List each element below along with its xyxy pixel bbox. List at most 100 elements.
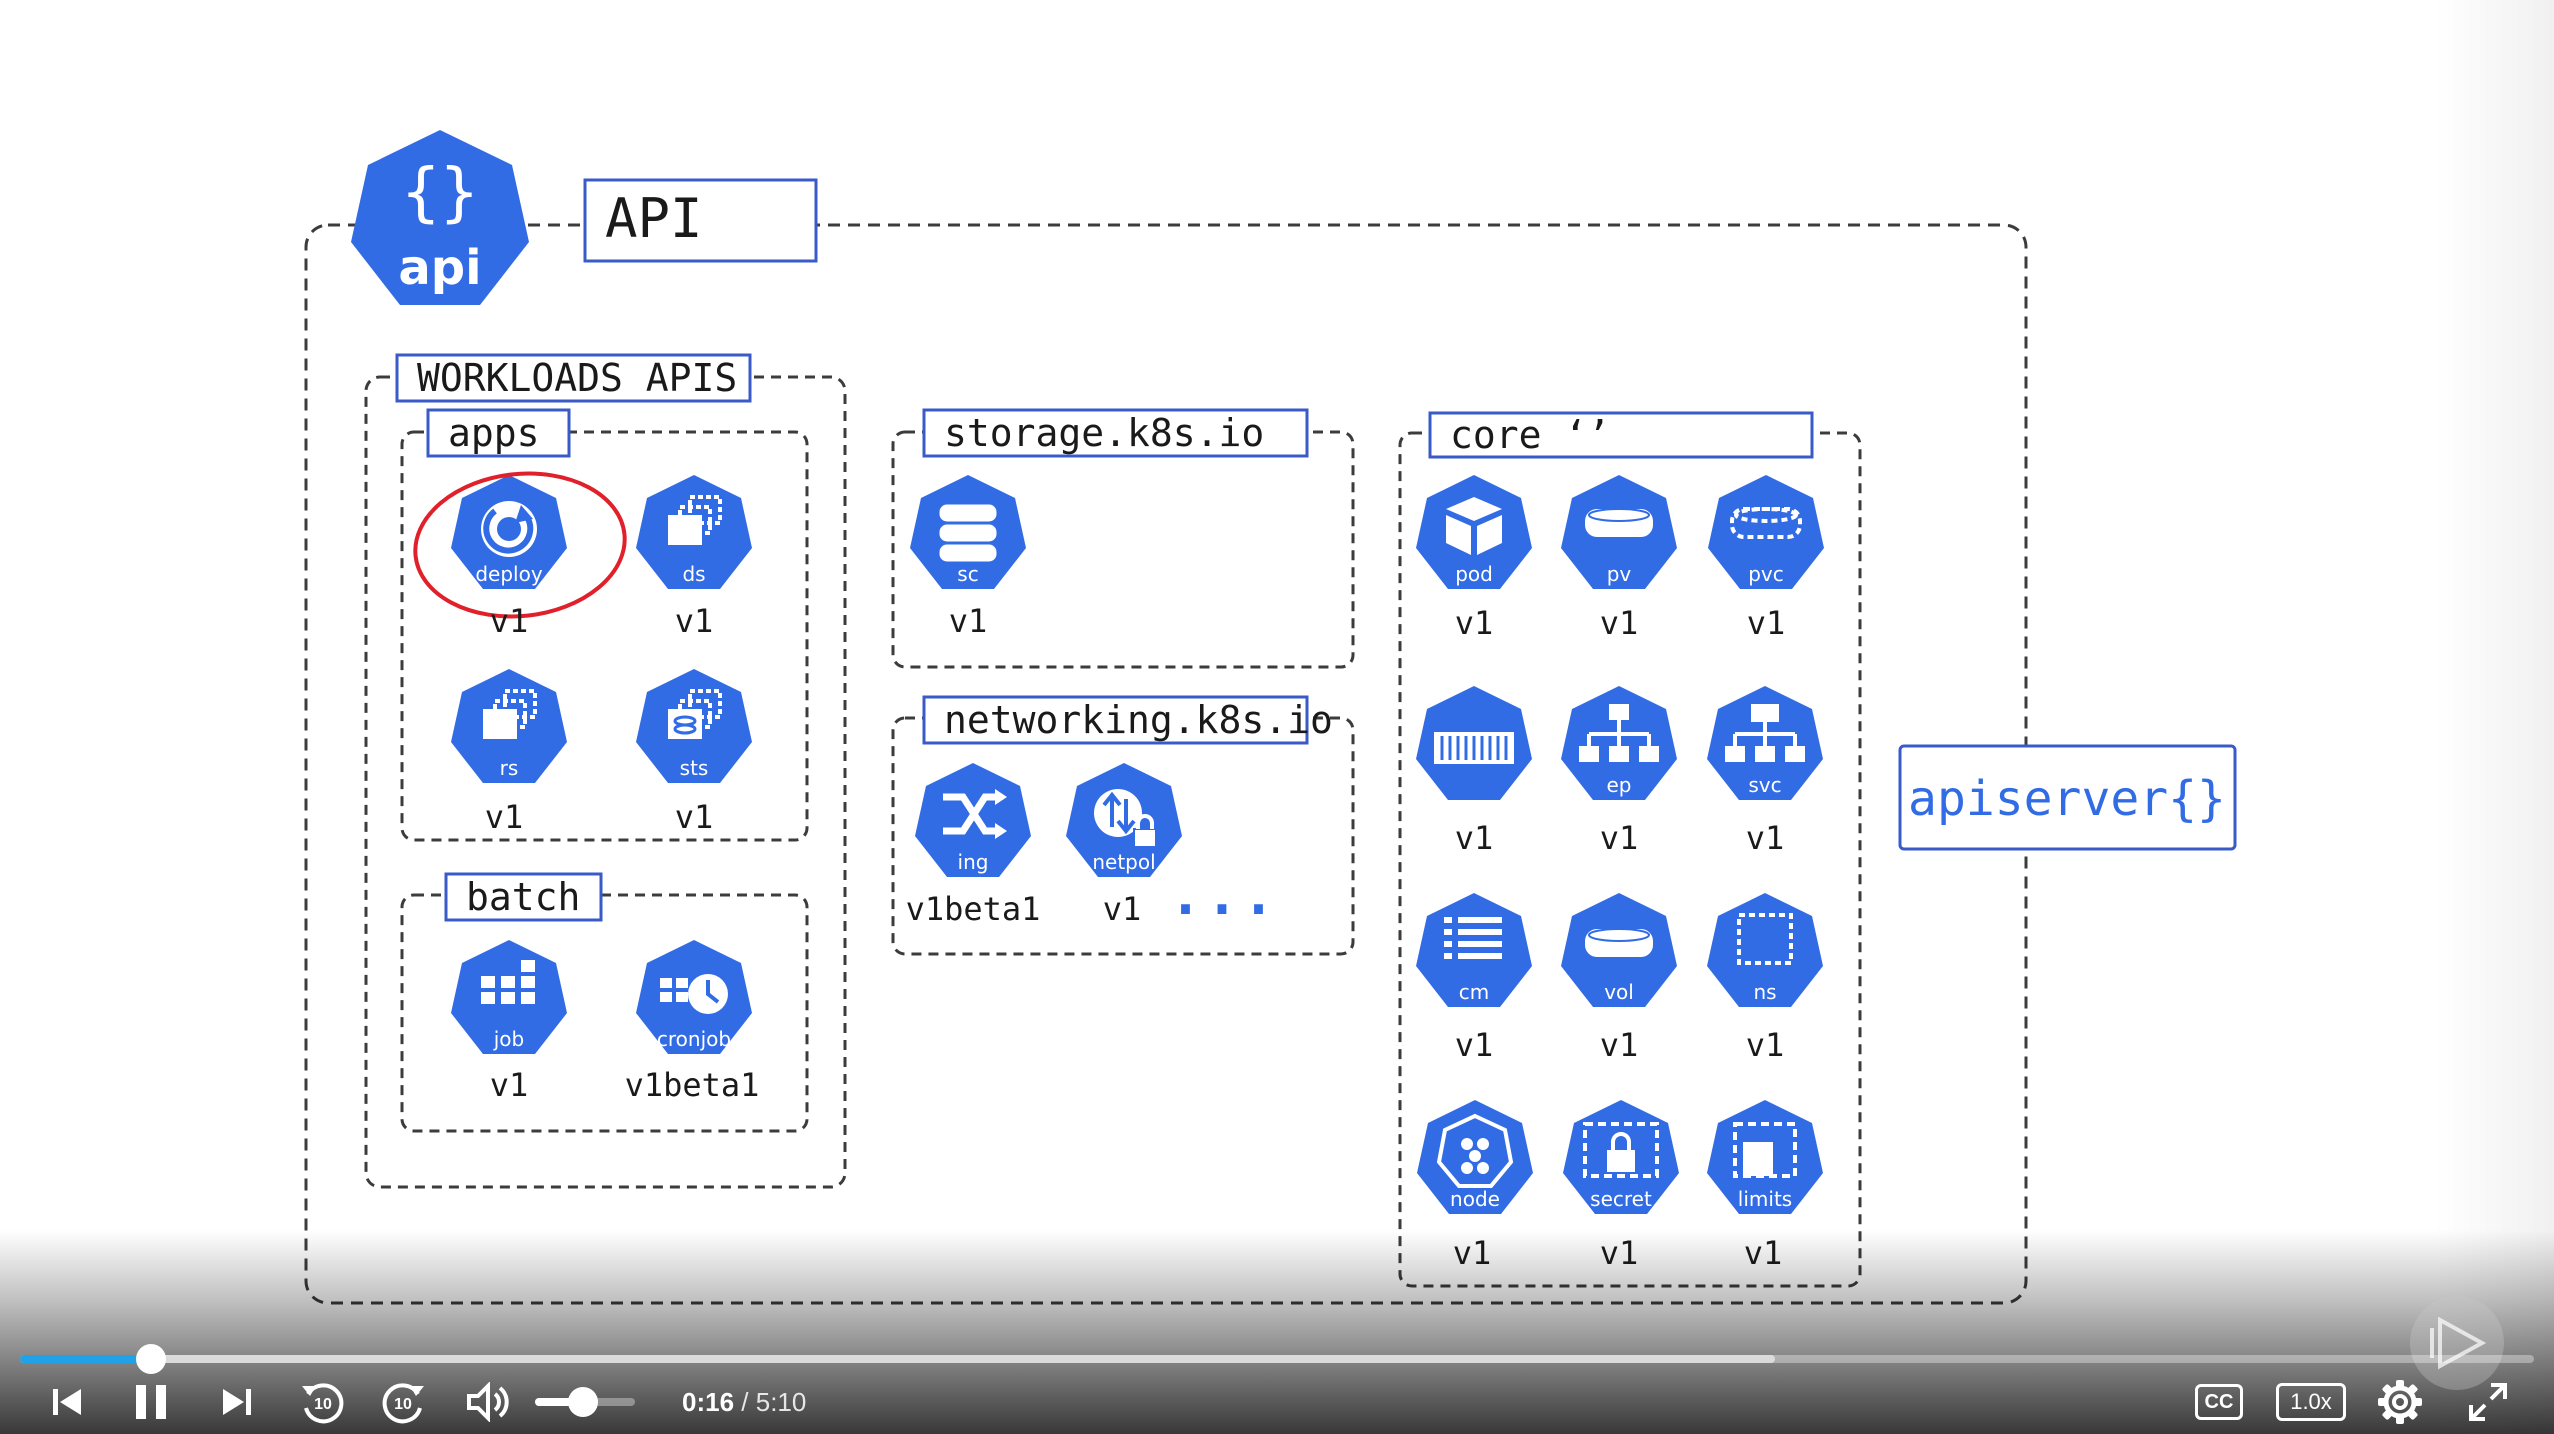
fullscreen-button[interactable] <box>2462 1372 2514 1432</box>
more-groups-ellipsis: ... <box>1169 864 1279 927</box>
netpol-version: v1 <box>1103 890 1142 928</box>
secret-node[interactable]: secret <box>1563 1100 1679 1214</box>
volume-handle[interactable] <box>568 1387 598 1417</box>
persistentvolumeclaim-icon <box>1730 507 1802 539</box>
api-icon-label: api <box>398 240 481 296</box>
apps-title: apps <box>448 411 540 455</box>
persistentvolume-icon <box>1585 508 1653 537</box>
highlight-circle <box>413 471 627 619</box>
next-icon <box>223 1389 251 1415</box>
volume-level <box>535 1398 583 1406</box>
pod-node[interactable]: pod <box>1416 475 1532 589</box>
sts-label: sts <box>680 756 709 780</box>
namespace-icon <box>1737 913 1793 965</box>
node-node[interactable]: node <box>1417 1100 1533 1214</box>
service-icon <box>1725 704 1805 762</box>
ds-node[interactable]: ds <box>636 475 752 589</box>
container-node[interactable] <box>1416 686 1532 800</box>
rewind-10-icon: 10 <box>302 1383 344 1424</box>
forward-10-button[interactable]: 10 <box>376 1372 432 1432</box>
core-title: core ‘’ <box>1450 413 1610 457</box>
job-node[interactable]: job <box>451 940 567 1054</box>
ds-version: v1 <box>675 602 714 640</box>
pvc-node[interactable]: pvc <box>1708 475 1824 589</box>
next-button[interactable] <box>214 1372 260 1432</box>
netpol-node[interactable]: netpol <box>1066 763 1182 877</box>
rewind-10-button[interactable]: 10 <box>294 1372 350 1432</box>
speed-icon: 1.0x <box>2276 1383 2346 1421</box>
ing-node[interactable]: ing <box>915 763 1031 877</box>
pv-node[interactable]: pv <box>1561 475 1677 589</box>
vol-node[interactable]: vol <box>1561 893 1677 1007</box>
seek-bar[interactable] <box>20 1344 2534 1374</box>
job-version: v1 <box>490 1066 529 1104</box>
ep-node[interactable]: ep <box>1561 686 1677 800</box>
cm-label: cm <box>1459 980 1489 1004</box>
ns-node[interactable]: ns <box>1707 893 1823 1007</box>
cronjob-label: cronjob <box>657 1027 731 1051</box>
cronjob-version: v1beta1 <box>625 1066 760 1104</box>
apps-frame <box>400 430 809 842</box>
networking-frame <box>891 716 1355 956</box>
captions-icon: CC <box>2195 1384 2243 1420</box>
svc-node[interactable]: svc <box>1707 686 1823 800</box>
cronjob-node[interactable]: cronjob <box>636 940 752 1054</box>
job-label: job <box>493 1027 525 1051</box>
sc-label: sc <box>957 562 978 586</box>
container-version: v1 <box>1455 819 1494 857</box>
pvc-label: pvc <box>1748 562 1784 586</box>
secret-version: v1 <box>1600 1234 1639 1272</box>
limits-node[interactable]: limits <box>1707 1100 1823 1214</box>
pv-version: v1 <box>1600 604 1639 642</box>
pause-icon <box>136 1385 166 1419</box>
volume-slider[interactable] <box>535 1387 635 1417</box>
svc-version: v1 <box>1746 819 1785 857</box>
sc-node[interactable]: sc <box>910 475 1026 589</box>
previous-button[interactable] <box>44 1372 90 1432</box>
node-icon <box>1436 1113 1514 1188</box>
captions-button[interactable]: CC <box>2193 1372 2245 1432</box>
speed-button[interactable]: 1.0x <box>2276 1372 2346 1432</box>
sc-version: v1 <box>949 602 988 640</box>
limits-version: v1 <box>1744 1234 1783 1272</box>
apiserver-label: apiserver{} <box>1908 771 2226 827</box>
workloads-title: WORKLOADS APIS <box>417 356 737 400</box>
secret-icon <box>1583 1122 1659 1178</box>
limits-label: limits <box>1738 1187 1792 1211</box>
statefulset-icon <box>668 689 722 739</box>
pause-button[interactable] <box>128 1372 174 1432</box>
node-label: node <box>1450 1187 1500 1211</box>
sts-version: v1 <box>675 798 714 836</box>
pod-version: v1 <box>1455 604 1494 642</box>
volume-icon <box>467 1382 509 1422</box>
configmap-icon <box>1444 917 1502 959</box>
pv-label: pv <box>1607 562 1632 586</box>
volume-icon <box>1585 928 1653 957</box>
ep-label: ep <box>1607 773 1632 797</box>
job-icon <box>481 960 535 1004</box>
deploy-node[interactable]: deploy <box>451 475 567 589</box>
rs-node[interactable]: rs <box>451 669 567 783</box>
deployment-icon <box>481 501 537 557</box>
cm-node[interactable]: cm <box>1416 893 1532 1007</box>
limitrange-icon <box>1733 1122 1797 1178</box>
batch-frame <box>400 893 809 1133</box>
api-title: API <box>605 187 703 250</box>
api-icon: {} api <box>351 130 529 305</box>
total-time: 5:10 <box>755 1387 807 1417</box>
ep-version: v1 <box>1600 819 1639 857</box>
sts-node[interactable]: sts <box>636 669 752 783</box>
batch-title: batch <box>466 875 580 919</box>
cronjob-icon <box>660 974 728 1014</box>
ing-label: ing <box>958 850 989 874</box>
fullscreen-icon <box>2469 1383 2507 1421</box>
seek-handle[interactable] <box>135 1344 166 1374</box>
settings-button[interactable] <box>2374 1372 2426 1432</box>
mute-button[interactable] <box>462 1372 514 1432</box>
replicaset-icon <box>483 689 537 739</box>
storageclass-icon <box>936 501 1000 565</box>
rs-version: v1 <box>485 798 524 836</box>
ds-label: ds <box>682 562 705 586</box>
right-edge-shadow <box>2434 0 2554 1434</box>
